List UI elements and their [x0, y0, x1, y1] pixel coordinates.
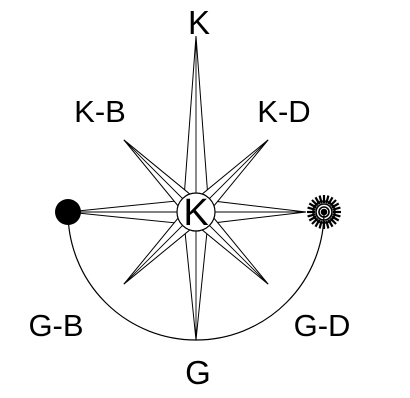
label-bottom-left: G-B: [28, 308, 83, 343]
sun-burst-icon: [307, 195, 341, 229]
label-bottom: G: [185, 354, 211, 391]
label-top-left: K-B: [74, 94, 126, 129]
sun-core-ring: [322, 210, 327, 215]
filled-circle-icon: [55, 199, 81, 225]
label-center: K: [183, 192, 208, 234]
star-rays: [68, 36, 306, 340]
label-top: K: [188, 4, 210, 41]
label-top-right: K-D: [257, 94, 310, 129]
label-bottom-right: G-D: [294, 308, 351, 343]
